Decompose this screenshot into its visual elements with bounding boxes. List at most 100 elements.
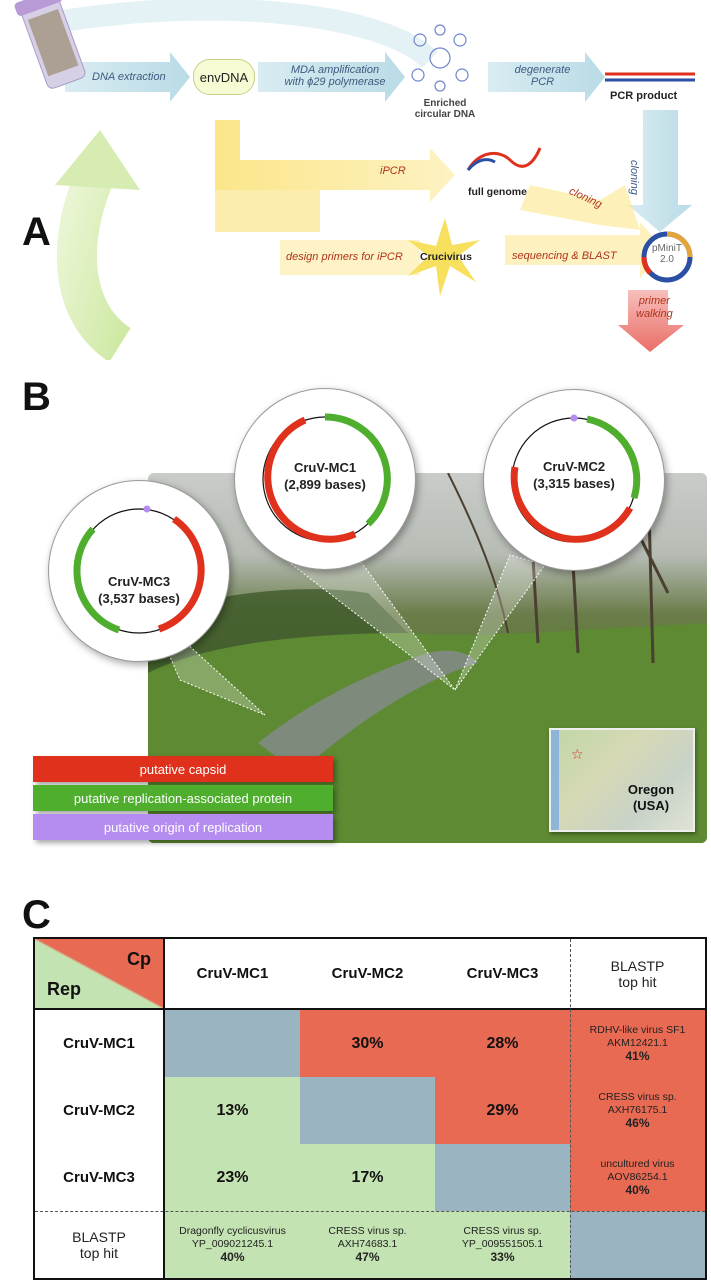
cell-b-c1: Dragonfly cyclicusvirus YP_009021245.1 4… (165, 1211, 300, 1278)
hit-r2-name: CRESS virus sp. (598, 1091, 677, 1103)
blastp-header-line-2: top hit (618, 973, 657, 990)
cell-r1-c3: 28% (435, 1010, 570, 1077)
ipcr-label: iPCR (380, 165, 406, 177)
cell-r3-hit: uncultured virus AOV86254.1 40% (570, 1144, 705, 1211)
genome-size-mc1: (2,899 bases) (284, 477, 366, 492)
primer-line-1: primer (638, 295, 670, 307)
primer-line-2: walking (636, 308, 673, 320)
primer-walking-label: primer walking (636, 295, 673, 321)
bottom-hit-1-pct: 40% (220, 1250, 245, 1264)
blastp-row-line-2: top hit (79, 1244, 119, 1261)
crucivirus-star-icon (408, 218, 480, 296)
row-header-mc1: CruV-MC1 (63, 1035, 135, 1052)
cell-r3-c1: 23% (165, 1144, 300, 1211)
sample-tube-icon (14, 0, 86, 89)
genome-size-mc2: (3,315 bases) (533, 476, 615, 491)
genome-map-mc3 (73, 505, 205, 634)
plasmid-line-1: pMiniT (651, 243, 682, 254)
panel-c-letter: C (22, 893, 51, 937)
dna-extraction-label: DNA extraction (92, 71, 166, 83)
cell-r2-c1: 13% (165, 1077, 300, 1144)
hit-r1-name: RDHV-like virus SF1 (589, 1024, 686, 1036)
design-primers-label: design primers for iPCR (286, 251, 403, 263)
degenerate-pcr-label: degenerate PCR (505, 64, 580, 88)
bottom-hit-3-pct: 33% (490, 1250, 515, 1264)
rowheader-divider (163, 939, 165, 1278)
col-header-mc2: CruV-MC2 (331, 965, 404, 982)
bottom-hit-2-pct: 47% (355, 1250, 380, 1264)
hit-r3-acc: AOV86254.1 (607, 1171, 668, 1183)
cell-r1-c2: 30% (300, 1010, 435, 1077)
corner-rep: Rep (47, 979, 82, 999)
crucivirus-label: Crucivirus (420, 251, 472, 263)
genome-map-mc1 (262, 413, 391, 543)
bottom-hit-2-name: CRESS virus sp. (328, 1225, 407, 1237)
legend-origin: putative origin of replication (33, 814, 333, 840)
degenerate-line-1: degenerate (514, 64, 571, 76)
genome-circle-mc3: CruV-MC3 (3,537 bases) (48, 480, 230, 662)
cell-r3-c3 (435, 1144, 570, 1211)
mda-line-1: MDA amplification (290, 64, 380, 76)
mda-label: MDA amplification with ϕ29 polymerase (280, 64, 390, 88)
hit-r3-pct: 40% (625, 1183, 650, 1197)
enriched-dna-icon (411, 24, 469, 92)
bottom-hit-1-acc: YP_009021245.1 (191, 1238, 274, 1250)
col-header-blastp: BLASTP top hit (570, 939, 705, 1008)
plasmid-line-2: 2.0 (660, 254, 674, 265)
row-header-mc2: CruV-MC2 (63, 1102, 135, 1119)
genome-circle-mc2: CruV-MC2 (3,315 bases) (483, 389, 665, 571)
genome-name-mc2: CruV-MC2 (542, 459, 606, 474)
pcr-product-label: PCR product (610, 90, 678, 102)
genome-size-mc3: (3,537 bases) (98, 591, 180, 606)
cell-b-c3: CRESS virus sp. YP_009551505.1 33% (435, 1211, 570, 1278)
cell-r1-hit: RDHV-like virus SF1 AKM12421.1 41% (570, 1010, 705, 1077)
map-label-line-1: Oregon (627, 782, 675, 797)
hit-r2-pct: 46% (625, 1116, 650, 1130)
genome-name-mc3: CruV-MC3 (107, 574, 171, 589)
hit-r3-name: uncultured virus (600, 1158, 675, 1170)
panel-a-arrows (14, 0, 695, 360)
envdna-label: envDNA (199, 69, 249, 85)
bottom-hit-3-acc: YP_009551505.1 (461, 1238, 544, 1250)
oregon-map: ☆ Oregon (USA) (549, 728, 695, 832)
corner-cell: Cp Rep (35, 939, 163, 1008)
bottom-hit-2-acc: AXH74683.1 (337, 1238, 398, 1250)
blastp-header-line-1: BLASTP (610, 957, 665, 974)
plasmid-icon (641, 231, 693, 283)
sequencing-label: sequencing & BLAST (512, 250, 617, 262)
blastp-row-divider (35, 1211, 705, 1212)
mda-line-2: with ϕ29 polymerase (284, 76, 386, 88)
blastp-row-line-1: BLASTP (72, 1228, 126, 1245)
genome-circle-mc1: CruV-MC1 (2,899 bases) (234, 388, 416, 570)
full-genome-label: full genome (468, 186, 527, 198)
row-header-mc3: CruV-MC3 (63, 1169, 135, 1186)
blastp-col-divider (570, 939, 571, 1278)
bottom-hit-1-name: Dragonfly cyclicusvirus (179, 1225, 286, 1237)
col-header-mc3: CruV-MC3 (466, 965, 539, 982)
hit-r1-acc: AKM12421.1 (607, 1037, 668, 1049)
panel-a: A DNA extraction envDNA MDA amplificatio… (0, 0, 711, 360)
legend-capsid: putative capsid (33, 756, 333, 782)
enriched-label: Enriched circular DNA (400, 98, 490, 120)
cell-r2-hit: CRESS virus sp. AXH76175.1 46% (570, 1077, 705, 1144)
map-label-line-2: (USA) (632, 798, 670, 813)
panel-b-letter: B (22, 375, 51, 419)
panel-a-letter: A (22, 210, 51, 254)
cell-r2-c3: 29% (435, 1077, 570, 1144)
row-header-blastp: BLASTP top hit (35, 1211, 163, 1278)
legend-rep: putative replication-associated protein (33, 785, 333, 811)
header-divider (35, 1008, 705, 1010)
enriched-line-2: circular DNA (414, 109, 476, 120)
identity-table: Cp Rep CruV-MC1 CruV-MC2 CruV-MC3 BLASTP… (33, 937, 707, 1280)
plasmid-label: pMiniT 2.0 (646, 243, 688, 265)
cell-b-hit (570, 1211, 705, 1278)
cloning-vertical-label: cloning (628, 160, 640, 195)
corner-cp: Cp (127, 949, 151, 969)
cell-b-c2: CRESS virus sp. AXH74683.1 47% (300, 1211, 435, 1278)
envdna-node: envDNA (193, 59, 255, 95)
location-star-icon: ☆ (571, 746, 584, 762)
degenerate-line-2: PCR (530, 76, 555, 88)
cell-r2-c2 (300, 1077, 435, 1144)
genome-map-mc2 (510, 414, 641, 543)
hit-r1-pct: 41% (625, 1049, 650, 1063)
